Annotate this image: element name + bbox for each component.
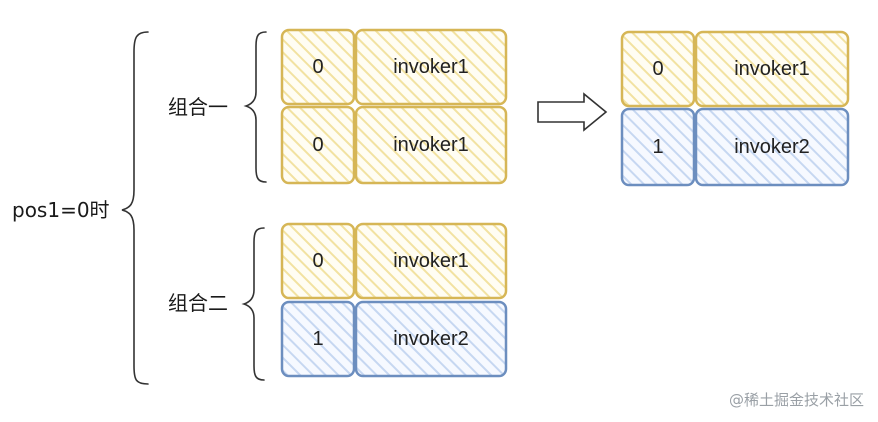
g1-r2-invoker-box (354, 105, 508, 185)
g2-r2-invoker-box (354, 300, 508, 378)
watermark: @稀土掘金技术社区 (728, 391, 864, 409)
g1-r1-index-box (280, 28, 356, 106)
group2-brace (241, 227, 265, 381)
g1-r2-index-box (280, 105, 356, 185)
g2-r2-index-box (280, 300, 356, 378)
res-r1-index-box (620, 30, 696, 108)
res-r2-index-box (620, 107, 696, 187)
group1-label: 组合一 (168, 95, 228, 119)
root-label: pos1=0时 (12, 198, 110, 222)
root-brace (121, 31, 149, 385)
res-r2-invoker-box (694, 107, 850, 187)
right-arrow-icon (537, 92, 608, 132)
group2-label: 组合二 (168, 291, 228, 315)
group1-brace (243, 31, 267, 183)
g2-r1-invoker-box (354, 222, 508, 300)
g2-r1-index-box (280, 222, 356, 300)
g1-r1-invoker-box (354, 28, 508, 106)
res-r1-invoker-box (694, 30, 850, 108)
